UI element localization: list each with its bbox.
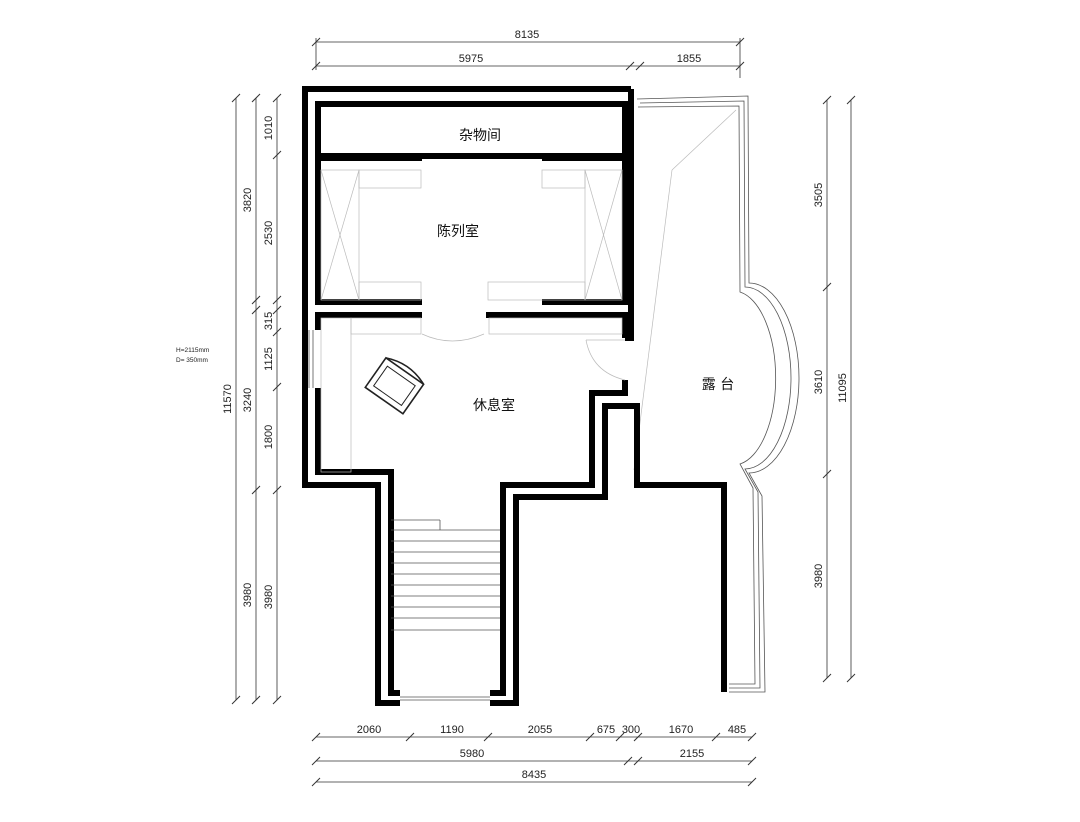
dim-left-inner: 3980 xyxy=(263,585,275,609)
left-dimensions xyxy=(231,93,282,705)
dim-left-mid: 3980 xyxy=(242,583,254,607)
lounge-window xyxy=(308,330,314,388)
walls xyxy=(302,86,727,706)
room-label-lounge: 休息室 xyxy=(473,397,515,414)
dim-left-inner: 1125 xyxy=(263,347,275,371)
dim-left-inner: 2530 xyxy=(263,221,275,245)
bottom-dimensions xyxy=(311,732,757,787)
dim-left-mid: 3240 xyxy=(242,388,254,412)
dim-left-inner: 315 xyxy=(263,312,275,330)
stair-window xyxy=(400,696,490,701)
dim-left-mid: 3820 xyxy=(242,188,254,212)
room-label-storage: 杂物间 xyxy=(459,128,501,144)
dim-bottom-seg: 1190 xyxy=(440,724,464,736)
dim-top-total: 8135 xyxy=(515,29,539,41)
dim-top-left: 5975 xyxy=(459,53,483,65)
dim-left-inner: 1800 xyxy=(263,425,275,449)
room-label-display: 陈列室 xyxy=(437,223,479,240)
top-dimensions xyxy=(311,37,745,78)
note-height: H=2115mm xyxy=(176,347,209,354)
terrace-outline xyxy=(633,95,800,693)
dim-bottom-right: 2155 xyxy=(680,748,704,760)
dim-bottom-seg: 485 xyxy=(728,724,746,736)
dim-bottom-seg: 300 xyxy=(622,724,640,736)
display-shelves xyxy=(320,169,623,301)
note-depth: D= 350mm xyxy=(176,357,208,364)
room-label-terrace: 露 台 xyxy=(702,377,734,393)
dim-bottom-total: 8435 xyxy=(522,769,546,781)
dim-bottom-seg: 1670 xyxy=(669,724,693,736)
lounge-doors xyxy=(421,333,626,381)
staircase xyxy=(391,519,500,631)
dim-right-seg: 3610 xyxy=(813,370,825,394)
right-dimensions xyxy=(822,95,856,683)
armchair-icon xyxy=(364,356,425,415)
dim-bottom-seg: 2060 xyxy=(357,724,381,736)
dim-top-right: 1855 xyxy=(677,53,701,65)
dim-left-total: 11570 xyxy=(222,384,234,414)
dim-left-inner: 1010 xyxy=(263,116,275,140)
lounge-built-ins xyxy=(320,317,623,473)
dim-right-total: 11095 xyxy=(837,373,849,403)
dim-bottom-seg: 675 xyxy=(597,724,615,736)
dim-bottom-seg: 2055 xyxy=(528,724,552,736)
dim-right-seg: 3505 xyxy=(813,183,825,207)
dim-right-seg: 3980 xyxy=(813,564,825,588)
dim-bottom-left: 5980 xyxy=(460,748,484,760)
